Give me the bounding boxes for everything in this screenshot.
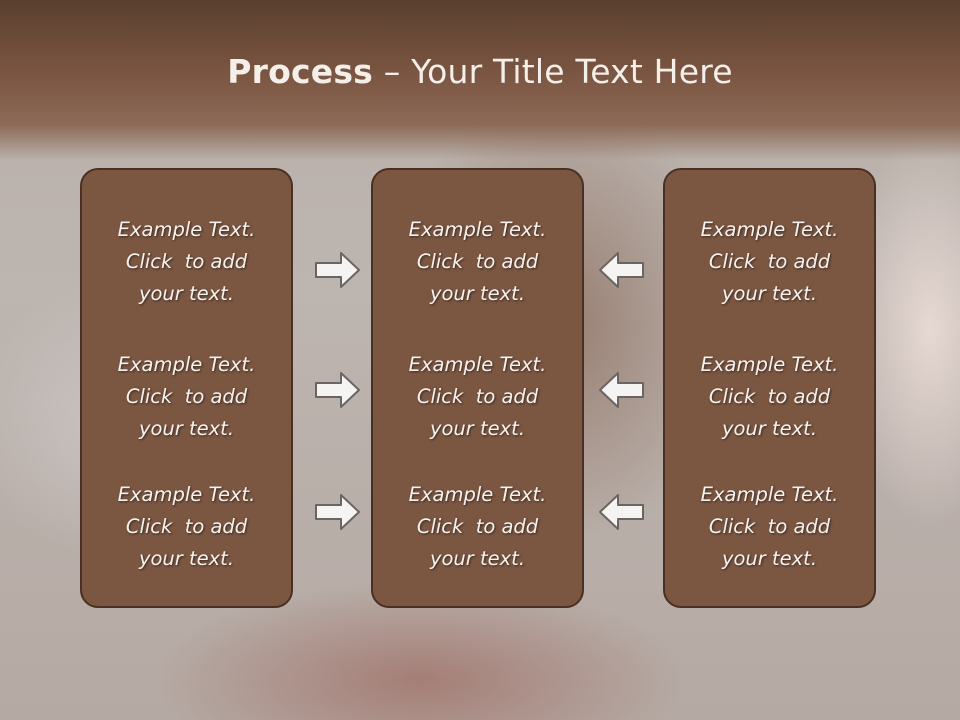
text-line: Example Text. [408, 218, 547, 241]
text-line: Click to add [125, 250, 248, 273]
arrow-right-icon[interactable] [314, 492, 362, 532]
text-block[interactable]: Example Text. Click to add your text. [373, 479, 582, 575]
text-line: Example Text. [408, 353, 547, 376]
text-line: your text. [429, 282, 526, 305]
text-block[interactable]: Example Text. Click to add your text. [82, 349, 291, 445]
text-line: Example Text. [700, 353, 839, 376]
text-line: your text. [721, 547, 818, 570]
text-block[interactable]: Example Text. Click to add your text. [373, 214, 582, 310]
arrow-left-icon[interactable] [597, 370, 645, 410]
text-block[interactable]: Example Text. Click to add your text. [82, 479, 291, 575]
text-line: your text. [721, 417, 818, 440]
title-bold: Process [227, 52, 374, 91]
text-block[interactable]: Example Text. Click to add your text. [665, 214, 874, 310]
panel-right[interactable]: Example Text. Click to add your text. Ex… [663, 168, 876, 608]
text-line: Click to add [708, 515, 831, 538]
text-line: your text. [429, 417, 526, 440]
text-line: Example Text. [700, 483, 839, 506]
arrow-right-icon[interactable] [314, 250, 362, 290]
text-block[interactable]: Example Text. Click to add your text. [665, 479, 874, 575]
text-line: Example Text. [117, 483, 256, 506]
text-line: Click to add [416, 515, 539, 538]
arrow-left-icon[interactable] [597, 250, 645, 290]
text-line: Click to add [125, 385, 248, 408]
text-line: Click to add [416, 385, 539, 408]
text-line: Example Text. [700, 218, 839, 241]
arrow-right-icon[interactable] [314, 370, 362, 410]
panel-left[interactable]: Example Text. Click to add your text. Ex… [80, 168, 293, 608]
slide-title[interactable]: Process – Your Title Text Here [0, 52, 960, 91]
title-rest: – Your Title Text Here [373, 52, 733, 91]
text-line: Click to add [708, 385, 831, 408]
title-bar [0, 0, 960, 160]
panel-middle[interactable]: Example Text. Click to add your text. Ex… [371, 168, 584, 608]
text-line: your text. [721, 282, 818, 305]
text-line: Click to add [708, 250, 831, 273]
text-line: your text. [138, 547, 235, 570]
text-line: Click to add [125, 515, 248, 538]
text-block[interactable]: Example Text. Click to add your text. [82, 214, 291, 310]
text-block[interactable]: Example Text. Click to add your text. [665, 349, 874, 445]
text-line: Example Text. [117, 218, 256, 241]
text-line: your text. [429, 547, 526, 570]
text-line: Click to add [416, 250, 539, 273]
text-line: Example Text. [117, 353, 256, 376]
text-line: your text. [138, 282, 235, 305]
text-line: Example Text. [408, 483, 547, 506]
arrow-left-icon[interactable] [597, 492, 645, 532]
text-block[interactable]: Example Text. Click to add your text. [373, 349, 582, 445]
text-line: your text. [138, 417, 235, 440]
